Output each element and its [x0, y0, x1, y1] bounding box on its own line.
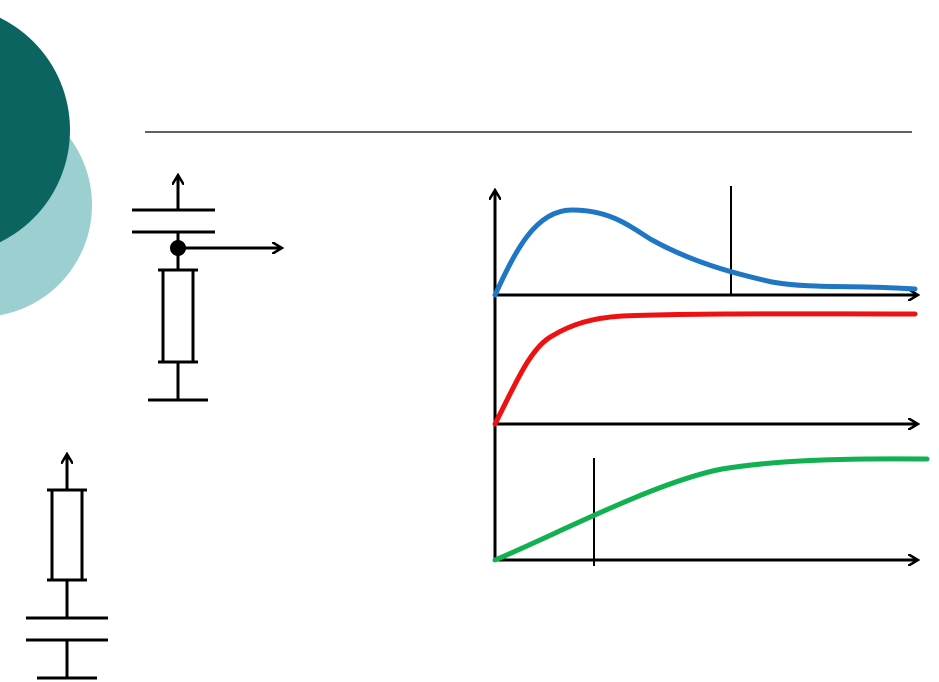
decor-circles	[0, 17, 92, 316]
waveform-red	[492, 311, 918, 427]
waveform-green	[492, 456, 930, 563]
circuit-bottom	[26, 454, 108, 680]
waveforms	[492, 207, 930, 563]
waveform-axes	[495, 186, 918, 566]
resistor-body	[50, 488, 84, 582]
dark-teal-circle	[0, 17, 70, 243]
circuit-top	[132, 175, 282, 402]
resistor-body	[161, 268, 195, 364]
waveform-blue	[492, 207, 918, 298]
